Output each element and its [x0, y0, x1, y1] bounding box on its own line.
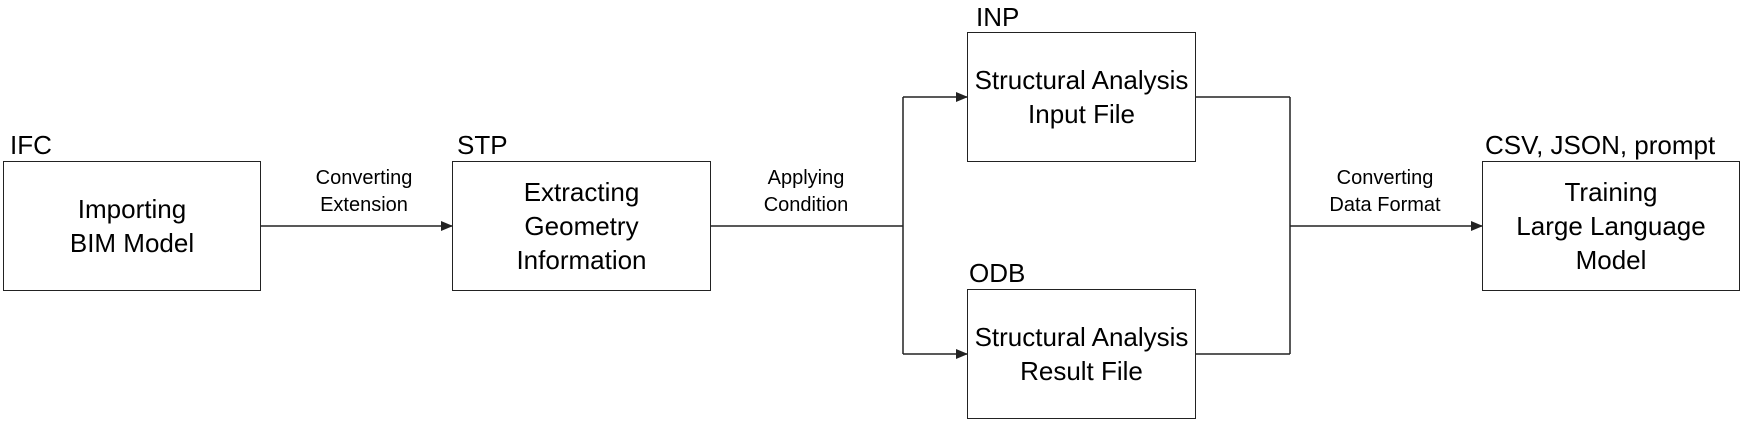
node-training-large-language-model-line-2: Large Language	[1516, 211, 1706, 241]
tag-stp: STP	[457, 130, 508, 160]
node-structural-analysis-result-file-line-2: Result File	[1020, 356, 1143, 386]
tag-odb: ODB	[969, 258, 1026, 288]
node-importing-bim-model: Importing BIM Model	[3, 161, 261, 291]
node-training-large-language-model-line-3: Model	[1575, 245, 1647, 275]
edge-label-applying-condition: Applying Condition	[726, 165, 886, 219]
tag-csv-json-prompt: CSV, JSON, prompt	[1485, 130, 1716, 160]
edge-label-applying-condition-line-2: Condition	[763, 194, 849, 216]
edge-label-converting-extension-line-2: Extension	[320, 194, 408, 216]
node-extracting-geometry-information-line-1: Extracting	[523, 177, 640, 207]
edge-label-converting-data-format: Converting Data Format	[1300, 165, 1470, 219]
tag-inp: INP	[976, 2, 1020, 32]
tag-ifc: IFC	[10, 130, 52, 160]
node-structural-analysis-input-file-line-2: Input File	[1028, 99, 1135, 129]
node-structural-analysis-result-file-line-1: Structural Analysis	[974, 322, 1189, 352]
edge-label-converting-extension-line-1: Converting	[315, 167, 413, 189]
node-importing-bim-model-line-2: BIM Model	[69, 228, 195, 258]
edge-label-converting-extension: Converting Extension	[284, 165, 444, 219]
edge-label-converting-data-format-line-2: Data Format	[1329, 194, 1441, 216]
node-training-large-language-model-line-1: Training	[1564, 177, 1658, 207]
node-structural-analysis-input-file-line-1: Structural Analysis	[974, 65, 1189, 95]
node-extracting-geometry-information: Extracting Geometry Information	[452, 161, 711, 291]
edge-label-applying-condition-line-1: Applying	[767, 167, 845, 189]
node-importing-bim-model-line-1: Importing	[77, 194, 187, 224]
node-structural-analysis-input-file: Structural Analysis Input File	[967, 32, 1196, 162]
node-extracting-geometry-information-line-2: Geometry	[524, 211, 639, 241]
edge-label-converting-data-format-line-1: Converting	[1336, 167, 1434, 189]
node-structural-analysis-result-file: Structural Analysis Result File	[967, 289, 1196, 419]
node-training-large-language-model: Training Large Language Model	[1482, 161, 1740, 291]
node-extracting-geometry-information-line-3: Information	[516, 245, 647, 275]
